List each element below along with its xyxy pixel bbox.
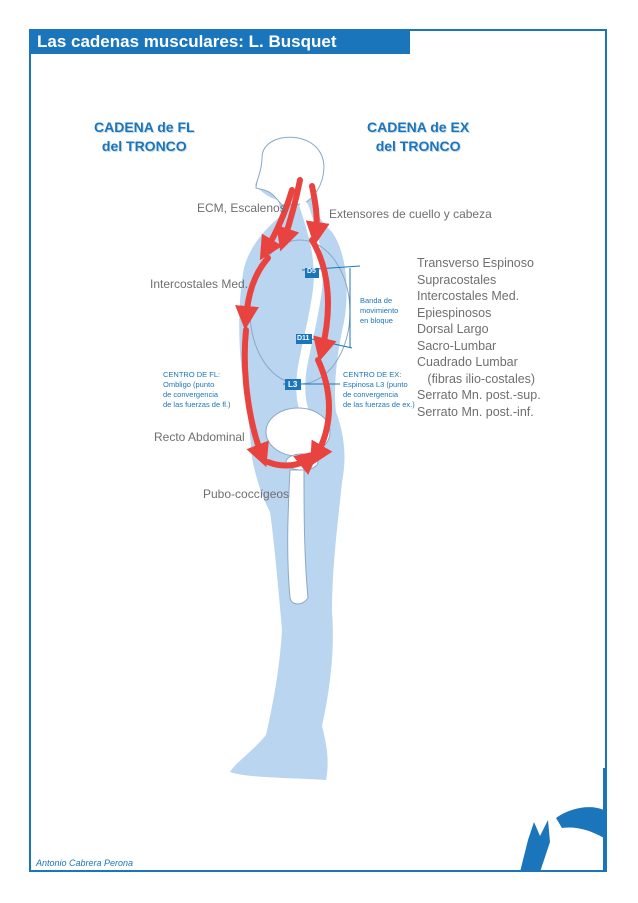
centro-ex-line: CENTRO DE EX: <box>343 370 402 379</box>
fl-arrow-neck <box>259 187 295 261</box>
femur <box>287 469 309 605</box>
ex-arrow-back <box>309 237 337 362</box>
fl-arrow-chest <box>235 255 271 330</box>
label-recto-abdominal: Recto Abdominal <box>154 430 245 444</box>
centro-fl-line: Ombligo (punto <box>163 380 215 389</box>
ex-muscle-item: Epiespinosos <box>417 305 492 320</box>
ex-muscle-item: Serrato Mn. post.-sup. <box>417 388 541 402</box>
centro-ex-line: de convergencia <box>343 390 399 399</box>
banda-line: movimiento <box>360 306 399 315</box>
vertebra-d5: D5 <box>307 268 316 275</box>
vertebra-markers <box>285 268 319 390</box>
ex-muscle-item: Supracostales <box>417 272 497 287</box>
label-ecm: ECM, Escalenos <box>197 201 286 215</box>
label-pubo-coccigeos: Pubo-coccígeos <box>203 487 290 501</box>
vertebra-l3: L3 <box>288 380 298 389</box>
ex-muscle-item: Cuadrado Lumbar <box>417 355 518 369</box>
ex-muscle-item: Serrato Mn. post.-inf. <box>417 404 534 419</box>
vertebra-d11: D11 <box>297 335 310 342</box>
flexion-chain-line1: CADENA de FL <box>94 119 195 135</box>
extension-chain-title: CADENA de EX del TRONCO <box>367 118 469 156</box>
centro-ex-line: Espinosa L3 (punto <box>343 380 408 389</box>
chain-arrows <box>235 177 337 475</box>
label-intercostales: Intercostales Med. <box>150 277 249 291</box>
flexion-chain-line2: del TRONCO <box>101 138 187 154</box>
centro-ex-line: de las fuerzas de ex.) <box>343 400 415 409</box>
ex-arrow-low <box>309 357 333 467</box>
flexion-chain-title: CADENA de FL del TRONCO <box>94 118 195 156</box>
banda-note: Banda de movimiento en bloque <box>360 296 398 326</box>
ex-muscle-item: Intercostales Med. <box>417 289 520 303</box>
centro-fl-note: CENTRO DE FL: Ombligo (punto de converge… <box>163 370 231 410</box>
ex-muscle-item: Sacro-Lumbar <box>417 338 497 353</box>
label-extensores: Extensores de cuello y cabeza <box>329 207 492 221</box>
ex-muscle-item: Transverso Espinoso <box>417 256 534 270</box>
fl-arrow-abdomen <box>241 327 269 468</box>
fl-arrow-upper <box>276 177 303 252</box>
fl-arrow-pelvis <box>265 450 320 475</box>
ex-muscle-item: Dorsal Largo <box>417 322 489 336</box>
extension-chain-line1: CADENA de EX <box>367 119 470 135</box>
ex-muscle-item: (fibras ilio-costales) <box>417 371 536 386</box>
centro-fl-line: de convergencia <box>163 390 219 399</box>
ex-muscle-list: Transverso Espinoso Supracostales Interc… <box>417 255 541 420</box>
centro-fl-line: CENTRO DE FL: <box>163 370 221 379</box>
author-credit: Antonio Cabrera Perona <box>36 858 134 868</box>
centro-fl-line: de las fuerzas de fl.) <box>163 400 231 409</box>
centro-ex-note: CENTRO DE EX: Espinosa L3 (punto de conv… <box>343 370 415 410</box>
banda-line: Banda de <box>360 296 393 305</box>
page-title: Las cadenas musculares: L. Busquet <box>29 29 410 54</box>
extension-chain-line2: del TRONCO <box>375 138 461 154</box>
ex-arrow-neck <box>305 183 330 246</box>
hands-logo-icon <box>520 768 605 872</box>
banda-line: en bloque <box>360 316 393 325</box>
